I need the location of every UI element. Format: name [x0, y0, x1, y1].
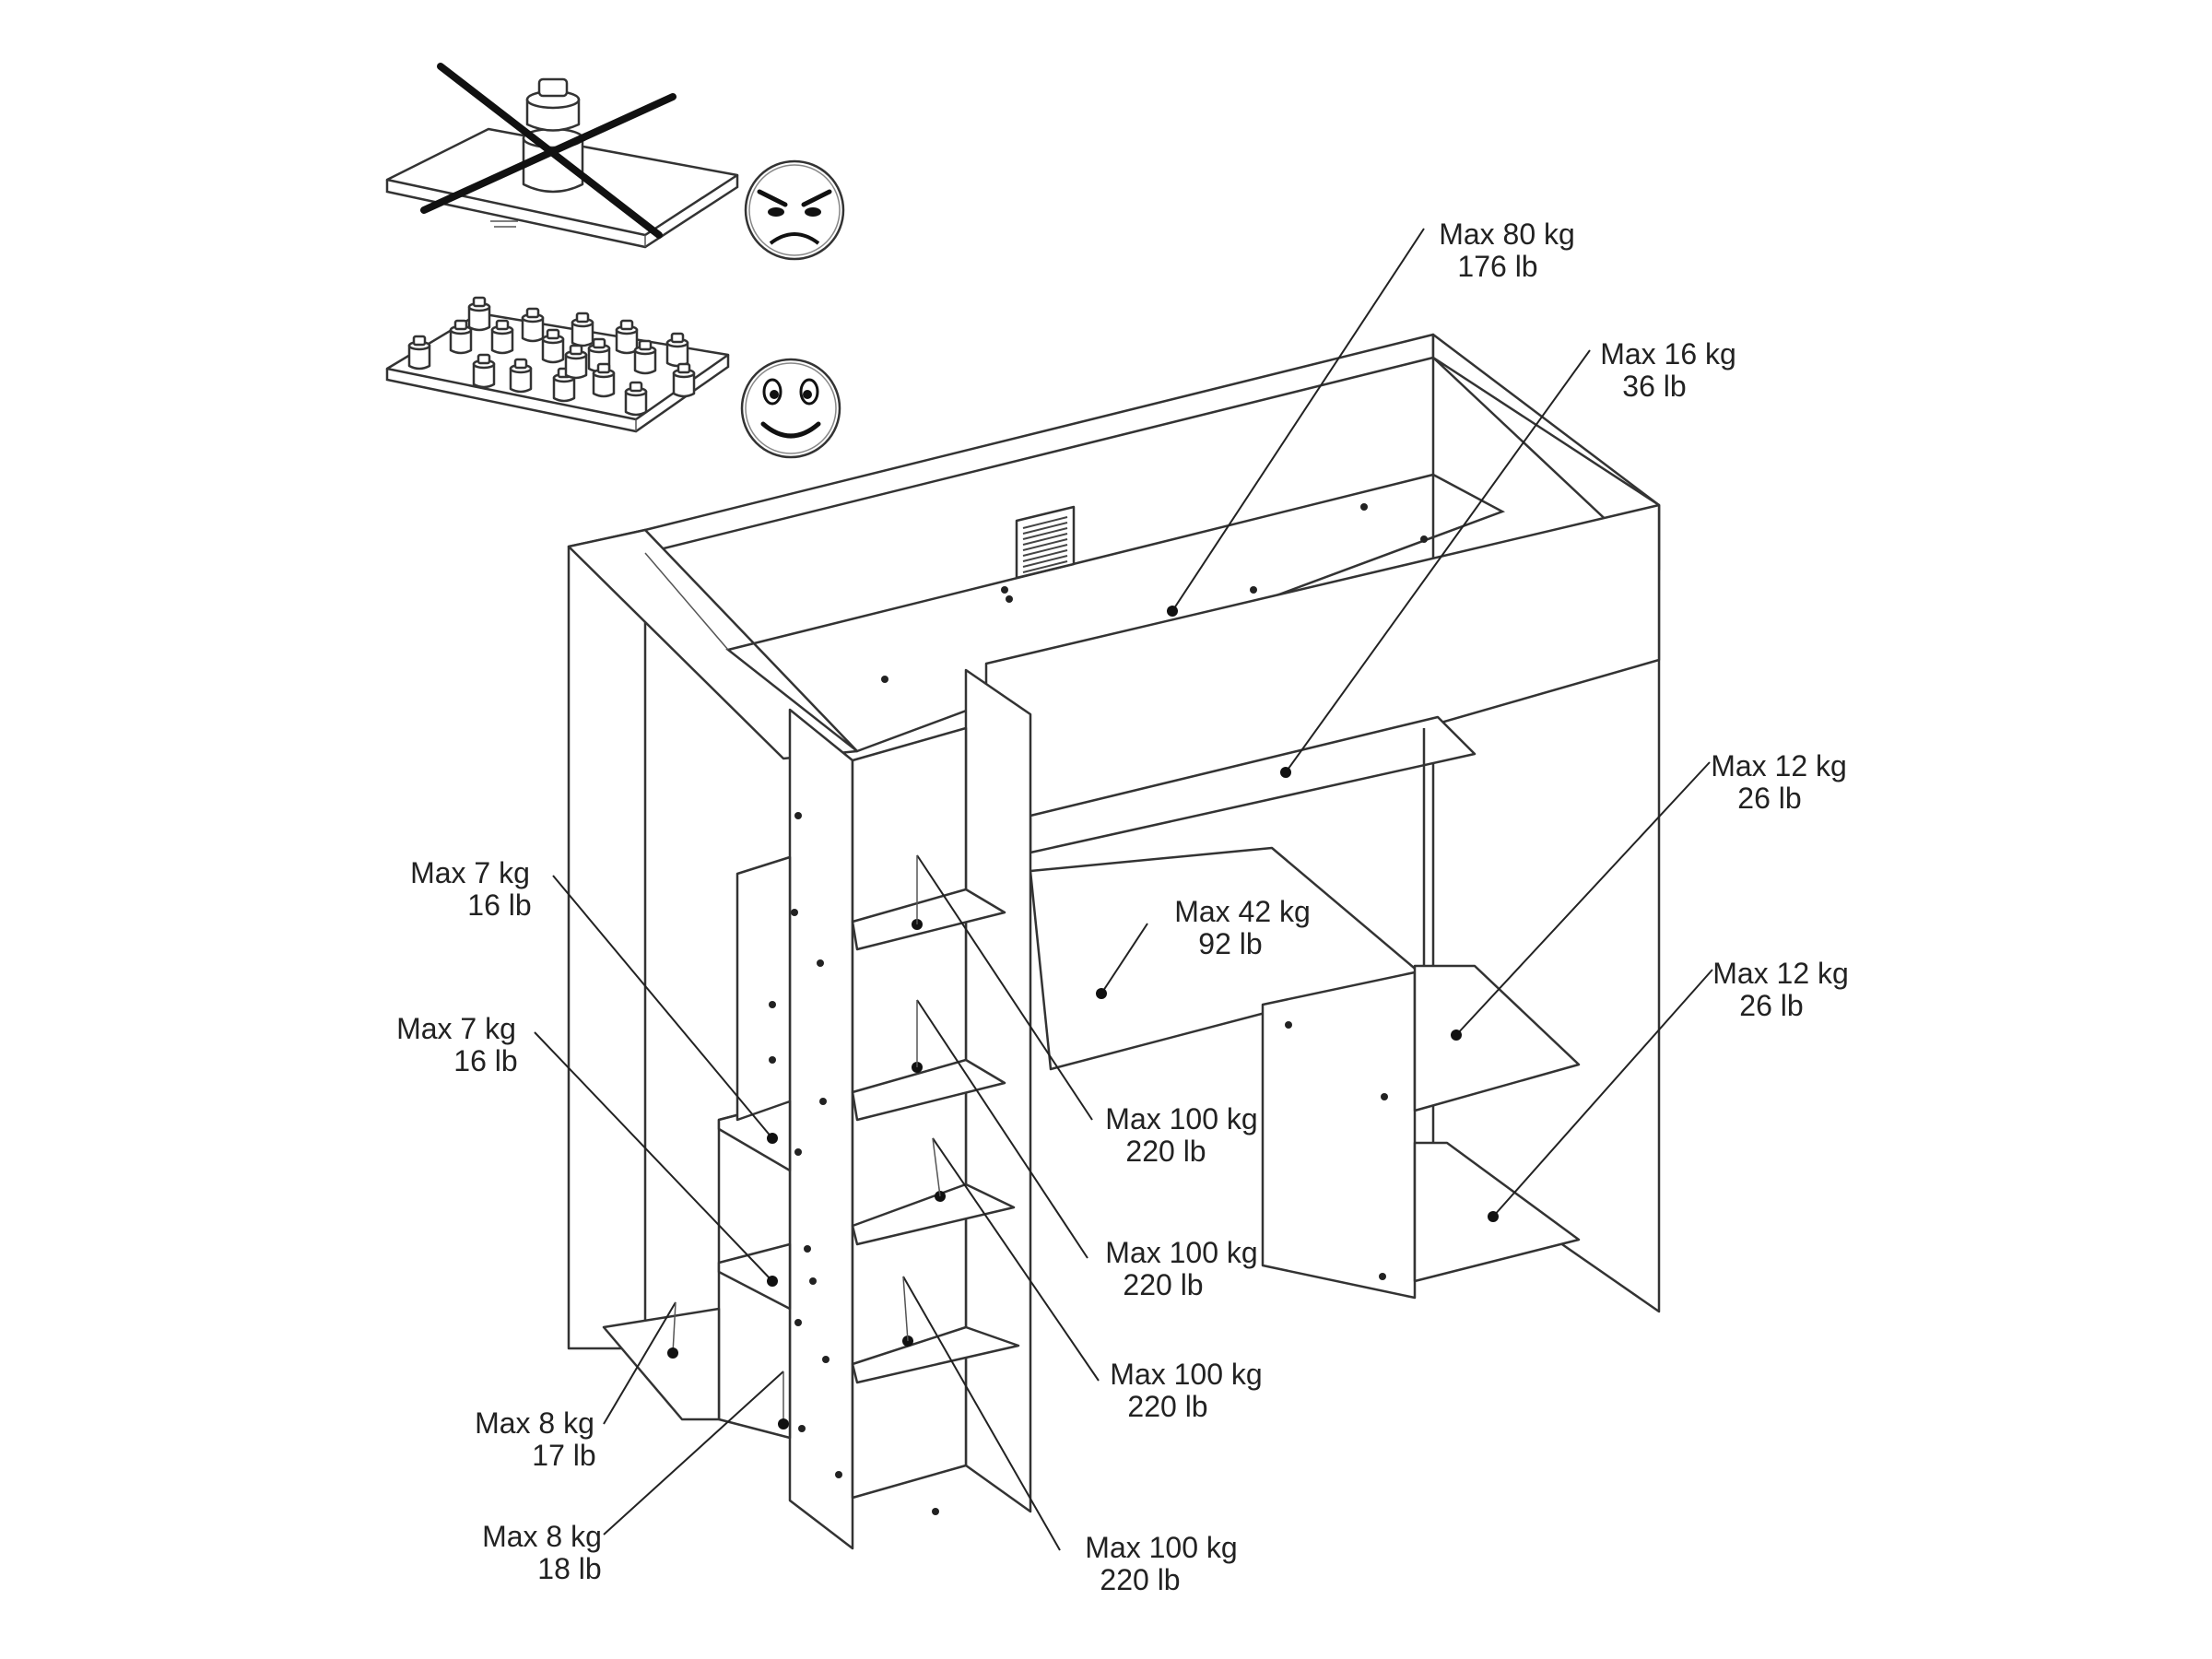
leader-stair-left-lower [534, 1031, 773, 1282]
label-step-3-lb: 220 lb [1127, 1390, 1207, 1423]
point-load-warning [385, 63, 845, 261]
weight-icon [407, 335, 431, 371]
weight-icon [615, 319, 639, 355]
desk-leg-panel [1261, 971, 1417, 1300]
loft-bed-drawing [567, 333, 1661, 1550]
leader-stair-left-upper [552, 875, 773, 1139]
label-step-4-kg: Max 100 kg [1085, 1531, 1237, 1564]
leader-step-1 [916, 854, 1093, 1121]
label-desk-kg: Max 42 kg [1174, 895, 1311, 928]
leader-step-3 [932, 1137, 1100, 1382]
ladder-rail-left [788, 708, 854, 1550]
weight-icon [665, 332, 689, 368]
bed-base [725, 473, 1506, 753]
weight-icon [592, 362, 616, 398]
leader-stair-bottom [603, 1371, 784, 1535]
weight-icon [490, 319, 514, 355]
label-top-shelf-lb: 36 lb [1622, 370, 1686, 403]
label-floor-shelf-lb: 17 lb [532, 1439, 595, 1472]
label-step-2-lb: 220 lb [1123, 1268, 1203, 1301]
label-step-4-lb: 220 lb [1100, 1563, 1180, 1596]
weight-icon [672, 362, 696, 398]
floor-shelf [602, 1307, 721, 1421]
weight-icon [633, 339, 657, 375]
happy-face-icon [740, 358, 841, 459]
step-4 [851, 1325, 1020, 1384]
stair-shelf-mid [717, 1242, 792, 1311]
stair-side-panel [735, 855, 792, 1122]
label-stair-left-lower-lb: 16 lb [453, 1044, 517, 1077]
label-top-shelf-kg: Max 16 kg [1600, 337, 1736, 371]
label-side-shelf-lower-lb: 26 lb [1739, 989, 1803, 1022]
angry-face-icon [744, 159, 845, 261]
weight-icon [467, 296, 491, 332]
cross-mark-icon [420, 63, 677, 239]
label-step-1-kg: Max 100 kg [1105, 1102, 1257, 1135]
label-side-shelf-upper-kg: Max 12 kg [1711, 749, 1847, 782]
weight-icon [541, 328, 565, 364]
leader-bed-top [1171, 228, 1425, 612]
label-step-3-kg: Max 100 kg [1110, 1358, 1262, 1391]
label-step-2-kg: Max 100 kg [1105, 1236, 1257, 1269]
label-bed-top-kg: Max 80 kg [1439, 218, 1575, 251]
weight-icon [509, 358, 533, 394]
weight-icon [472, 353, 496, 389]
label-step-1-lb: 220 lb [1125, 1135, 1206, 1168]
label-stair-bottom-kg: Max 8 kg [482, 1520, 602, 1553]
label-bed-top-lb: 176 lb [1457, 250, 1537, 283]
label-side-shelf-lower-kg: Max 12 kg [1712, 957, 1849, 990]
label-side-shelf-upper-lb: 26 lb [1737, 782, 1801, 815]
single-weight-icon [385, 77, 739, 249]
leader-step-4 [902, 1276, 1061, 1551]
label-floor-shelf-kg: Max 8 kg [475, 1406, 594, 1440]
distributed-weights-icon [385, 296, 730, 433]
weight-icon [521, 307, 545, 343]
leader-side-shelf-upper [1455, 761, 1711, 1036]
label-stair-left-upper-lb: 16 lb [467, 888, 531, 922]
callouts: Max 80 kg 176 lb Max 16 kg 36 lb Max 12 … [396, 218, 1849, 1596]
label-stair-left-upper-kg: Max 7 kg [410, 856, 530, 889]
side-shelf-upper [1413, 964, 1581, 1112]
leader-desk [1100, 923, 1148, 994]
step-1 [851, 888, 1006, 951]
distributed-load-guide [385, 296, 841, 459]
weight-icon [571, 312, 594, 347]
label-stair-bottom-lb: 18 lb [537, 1552, 601, 1585]
weight-icon [564, 344, 588, 380]
leader-side-shelf-lower [1492, 969, 1713, 1218]
label-stair-left-lower-kg: Max 7 kg [396, 1012, 516, 1045]
leader-step-2 [916, 999, 1088, 1259]
weight-icon [449, 319, 473, 355]
leader-top-shelf [1285, 349, 1591, 773]
weight-icon [624, 381, 648, 417]
label-desk-lb: 92 lb [1198, 927, 1262, 960]
leader-floor-shelf [603, 1301, 677, 1425]
